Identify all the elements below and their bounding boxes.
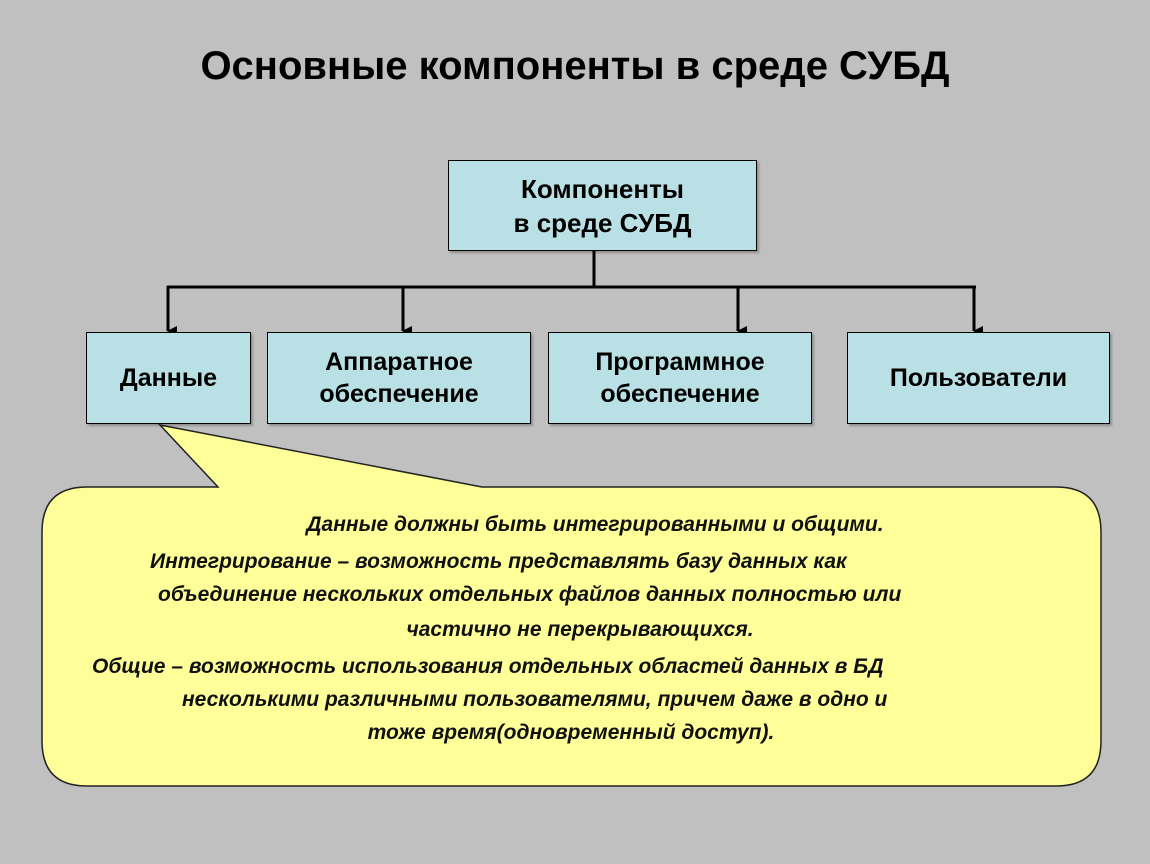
slide-title: Основные компоненты в среде СУБД (200, 44, 950, 88)
callout-paragraph-summary: Данные должны быть интегрированными и об… (60, 508, 1090, 541)
callout-paragraph-shared: Общие – возможность использования отдель… (60, 650, 1090, 749)
node-label: Аппаратное обеспечение (319, 348, 479, 408)
callout-text: Данные должны быть интегрированными и об… (60, 508, 1090, 749)
node-users: Пользователи (847, 332, 1110, 424)
node-software: Программное обеспечение (548, 332, 812, 424)
node-hardware: Аппаратное обеспечение (267, 332, 531, 424)
callout-line: тоже время(одновременный доступ). (367, 721, 775, 744)
callout-line: объединение нескольких отдельных файлов … (158, 583, 902, 606)
callout-paragraph-integration: Интегрирование – возможность представлят… (60, 545, 1090, 646)
root-node-box: Компоненты в среде СУБД (448, 160, 757, 251)
node-data: Данные (86, 332, 251, 424)
node-label: Данные (119, 364, 218, 392)
node-label: Программное обеспечение (595, 348, 765, 408)
callout-line: частично не перекрывающихся. (406, 618, 754, 641)
callout-line: несколькими различными пользователями, п… (182, 688, 888, 711)
root-node-label: Компоненты в среде СУБД (513, 173, 692, 238)
callout-bubble (41, 423, 1102, 787)
node-label: Пользователи (889, 364, 1068, 392)
callout-line: Общие – возможность использования отдель… (92, 655, 884, 678)
callout-line: Интегрирование – возможность представлят… (150, 550, 847, 573)
callout-line: Данные должны быть интегрированными и об… (306, 513, 884, 536)
